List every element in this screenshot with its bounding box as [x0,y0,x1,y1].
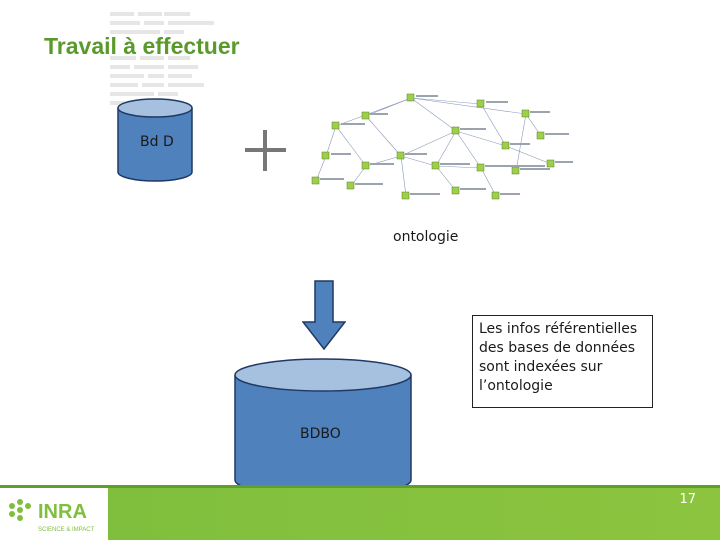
target-database-label: BDBO [300,426,341,442]
page-number: 17 [679,492,696,507]
plus-icon [245,130,286,171]
header-pattern-decoration [110,12,214,105]
source-database-label: Bd D [140,134,174,150]
svg-text:INRA: INRA [38,501,87,523]
footer-bar [0,485,720,540]
ontology-label: ontologie [393,229,459,245]
svg-text:SCIENCE & IMPACT: SCIENCE & IMPACT [38,527,95,533]
footer-divider [0,485,720,488]
indexing-note-box: Les infos référentielles des bases de do… [472,315,653,408]
slide-title: Travail à effectuer [44,33,240,59]
down-arrow-icon [302,280,346,350]
inra-logo-mark: INRA SCIENCE & IMPACT [9,499,95,533]
ontology-graph-image [311,93,573,200]
source-database-cylinder [117,98,193,182]
inra-logo: INRA SCIENCE & IMPACT [0,488,108,540]
